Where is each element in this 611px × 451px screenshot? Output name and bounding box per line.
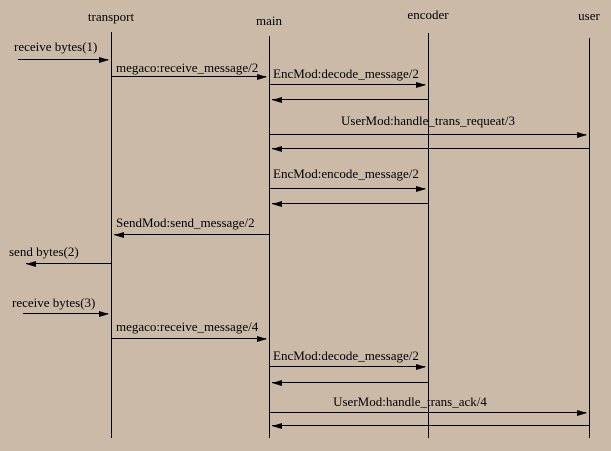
arrowhead-left-return-requeat	[272, 146, 282, 152]
arrowhead-right-usermod-handle-trans-ack-4	[577, 410, 587, 416]
arrowhead-left-return-decode-2	[272, 380, 282, 386]
message-label-usermod-handle-trans-ack-4: UserMod:handle_trans_ack/4	[333, 394, 487, 409]
message-line-return-ack	[272, 425, 589, 426]
message-line-encmod-decode-message-2	[269, 84, 425, 85]
message-line-return-decode-2	[272, 382, 428, 383]
arrowhead-right-megaco-receive-message-4	[257, 336, 267, 342]
lifeline-label-transport: transport	[87, 9, 135, 24]
message-line-encmod-decode-message-2b	[269, 366, 425, 367]
arrowhead-right-megaco-receive-message-2	[257, 74, 267, 80]
lifeline-user	[589, 38, 590, 438]
message-label-sendmod-send-message-2: SendMod:send_message/2	[116, 215, 255, 230]
arrowhead-left-return-encode	[272, 201, 282, 207]
message-label-encmod-encode-message-2: EncMod:encode_message/2	[273, 166, 419, 181]
arrowhead-right-receive-bytes-1	[99, 57, 109, 63]
message-label-encmod-decode-message-2b: EncMod:decode_message/2	[273, 348, 419, 363]
lifeline-main	[269, 36, 270, 438]
lifeline-encoder	[428, 33, 429, 438]
message-line-sendmod-send-message-2	[114, 234, 269, 235]
message-line-megaco-receive-message-2	[111, 76, 266, 77]
arrowhead-left-return-ack	[272, 423, 282, 429]
message-label-receive-bytes-1: receive bytes(1)	[14, 39, 98, 54]
message-line-megaco-receive-message-4	[111, 338, 266, 339]
message-label-megaco-receive-message-4: megaco:receive_message/4	[116, 319, 259, 334]
message-label-encmod-decode-message-2: EncMod:decode_message/2	[273, 66, 419, 81]
message-line-return-decode-1	[272, 99, 428, 100]
arrowhead-left-send-bytes-2	[26, 261, 36, 267]
message-line-usermod-handle-trans-ack-4	[269, 412, 586, 413]
message-line-return-requeat	[272, 148, 589, 149]
message-label-megaco-receive-message-2: megaco:receive_message/2	[116, 60, 259, 75]
arrowhead-right-usermod-handle-trans-requeat-3	[577, 132, 587, 138]
arrowhead-right-receive-bytes-3	[99, 311, 109, 317]
message-line-receive-bytes-1	[18, 59, 108, 60]
arrowhead-right-encmod-decode-message-2	[416, 82, 426, 88]
message-line-return-encode	[272, 203, 428, 204]
arrowhead-right-encmod-decode-message-2b	[416, 364, 426, 370]
message-label-usermod-handle-trans-requeat-3: UserMod:handle_trans_requeat/3	[340, 113, 516, 128]
lifeline-label-main: main	[256, 13, 282, 28]
message-label-send-bytes-2: send bytes(2)	[9, 244, 79, 259]
arrowhead-left-return-decode-1	[272, 97, 282, 103]
lifeline-transport	[111, 32, 112, 438]
message-line-send-bytes-2	[26, 263, 111, 264]
message-line-receive-bytes-3	[23, 313, 108, 314]
message-line-encmod-encode-message-2	[269, 188, 425, 189]
message-line-usermod-handle-trans-requeat-3	[269, 134, 586, 135]
arrowhead-right-encmod-encode-message-2	[416, 186, 426, 192]
arrowhead-left-sendmod-send-message-2	[114, 232, 124, 238]
message-label-receive-bytes-3: receive bytes(3)	[12, 295, 96, 310]
lifeline-label-user: user	[578, 8, 600, 23]
lifeline-label-encoder: encoder	[407, 7, 449, 22]
